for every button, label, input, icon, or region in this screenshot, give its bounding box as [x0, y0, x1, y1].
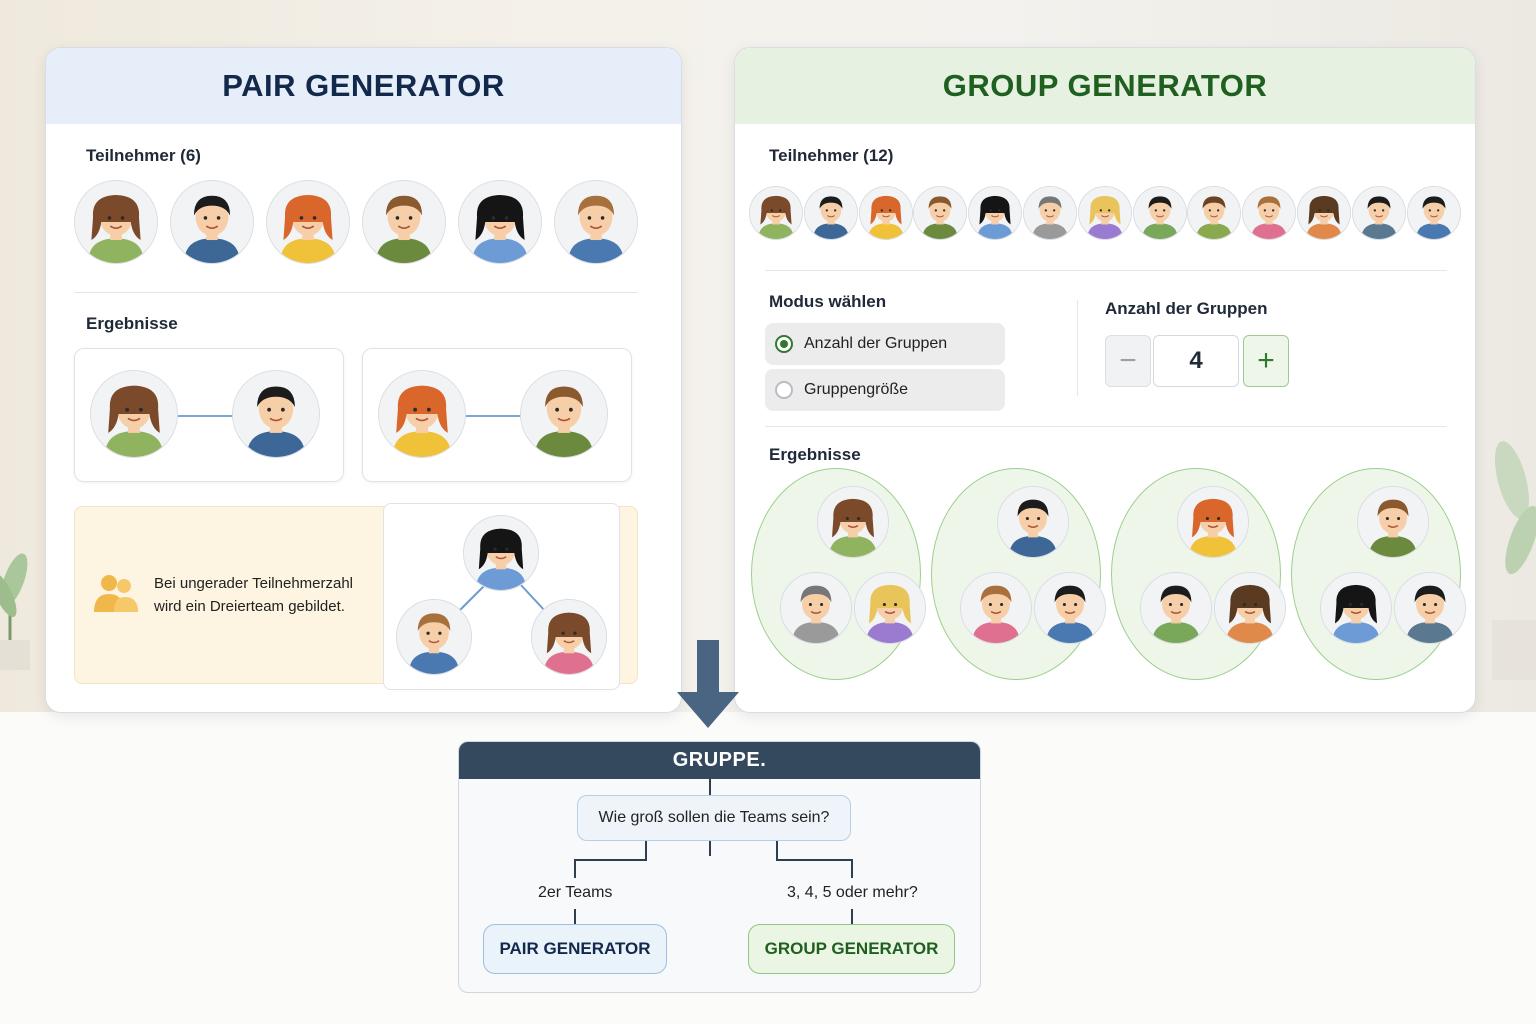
decrement-button[interactable]: −: [1105, 335, 1151, 387]
odd-note-line-1: Bei ungerader Teilnehmerzahl: [154, 575, 354, 592]
participant-avatar: [749, 186, 803, 240]
participant-avatar: [74, 180, 158, 264]
group-participants-label: Teilnehmer (12): [769, 146, 894, 165]
participant-avatar: [1177, 486, 1249, 558]
participant-avatar: [90, 370, 178, 458]
participant-avatar: [1394, 572, 1466, 644]
group-count-input[interactable]: 4: [1153, 335, 1239, 387]
radio-unselected-icon[interactable]: [775, 381, 793, 399]
increment-button[interactable]: +: [1243, 335, 1289, 387]
participant-avatar: [854, 572, 926, 644]
mode-option-group-count[interactable]: Anzahl der Gruppen: [765, 323, 1005, 365]
participant-avatar: [1140, 572, 1212, 644]
group-generator-button[interactable]: GROUP GENERATOR: [748, 924, 955, 974]
participant-avatar: [396, 599, 472, 675]
pair-participants-label: Teilnehmer (6): [86, 146, 201, 165]
radio-selected-icon[interactable]: [775, 335, 793, 353]
participant-avatar: [780, 572, 852, 644]
participant-avatar: [960, 572, 1032, 644]
group-divider-top: [765, 270, 1447, 271]
mode-label: Modus wählen: [769, 292, 887, 311]
decision-tree-lines: [574, 779, 853, 924]
participant-avatar: [1077, 186, 1132, 240]
pair-generator-panel: PAIR GENERATOR Teilnehmer (6): [45, 47, 682, 713]
odd-note-text: Bei ungerader Teilnehmerzahl wird ein Dr…: [154, 572, 353, 618]
participant-avatar: [1132, 186, 1187, 240]
pair-connector: [175, 415, 237, 417]
odd-note-line-2: wird ein Dreierteam gebildet.: [154, 598, 345, 615]
participant-avatar: [232, 370, 320, 458]
participant-avatar: [531, 599, 607, 675]
participant-avatar: [458, 180, 542, 264]
group-results-label: Ergebnisse: [769, 445, 861, 464]
participant-avatar: [1023, 186, 1077, 240]
decision-title: GRUPPE.: [459, 742, 980, 779]
pair-generator-button[interactable]: PAIR GENERATOR: [483, 924, 667, 974]
group-generator-panel: GROUP GENERATOR Teilnehmer (12): [734, 47, 1476, 713]
branch-label-pairs: 2er Teams: [538, 884, 613, 901]
participant-avatar: [1357, 486, 1429, 558]
participant-avatar: [1406, 186, 1461, 240]
participant-avatar: [1034, 572, 1106, 644]
pair-connector: [463, 415, 525, 417]
participant-avatar: [913, 186, 968, 240]
participant-avatar: [520, 370, 608, 458]
branch-label-groups: 3, 4, 5 oder mehr?: [787, 884, 918, 901]
participant-avatar: [817, 486, 889, 558]
participant-avatar: [803, 186, 858, 240]
participant-avatar: [858, 186, 913, 240]
plant-decoration-left: [0, 553, 30, 670]
pair-generator-title: PAIR GENERATOR: [46, 48, 681, 124]
group-divider-bottom: [765, 426, 1447, 427]
mode-option-label: Gruppengröße: [804, 381, 909, 398]
participant-avatar: [1214, 572, 1286, 644]
pair-divider: [74, 292, 638, 293]
participant-avatar: [968, 186, 1023, 240]
participant-avatar: [463, 515, 539, 591]
down-arrow-icon: [677, 640, 739, 728]
participant-avatar: [997, 486, 1069, 558]
mode-option-group-size[interactable]: Gruppengröße: [765, 369, 1005, 411]
participant-avatar: [362, 180, 446, 264]
participant-avatar: [1297, 186, 1351, 240]
participant-avatar: [1187, 186, 1242, 240]
participant-avatar: [266, 180, 350, 264]
decision-flow-box: GRUPPE. Wie groß sollen die Teams sein? …: [458, 741, 981, 993]
participant-avatar: [554, 180, 638, 264]
team-size-question: Wie groß sollen die Teams sein?: [577, 795, 851, 841]
group-generator-title: GROUP GENERATOR: [735, 48, 1475, 124]
participant-avatar: [378, 370, 466, 458]
participant-avatar: [170, 180, 254, 264]
participant-avatar: [1351, 186, 1406, 240]
group-count-label: Anzahl der Gruppen: [1105, 299, 1268, 318]
triad-connectors: [455, 583, 547, 615]
participant-avatar: [1320, 572, 1392, 644]
plant-decoration-right: [1492, 441, 1536, 680]
people-icon: [94, 575, 138, 612]
participant-avatar: [1242, 186, 1297, 240]
pair-results-label: Ergebnisse: [86, 314, 178, 333]
mode-option-label: Anzahl der Gruppen: [804, 335, 948, 352]
mode-vertical-divider: [1077, 300, 1078, 396]
